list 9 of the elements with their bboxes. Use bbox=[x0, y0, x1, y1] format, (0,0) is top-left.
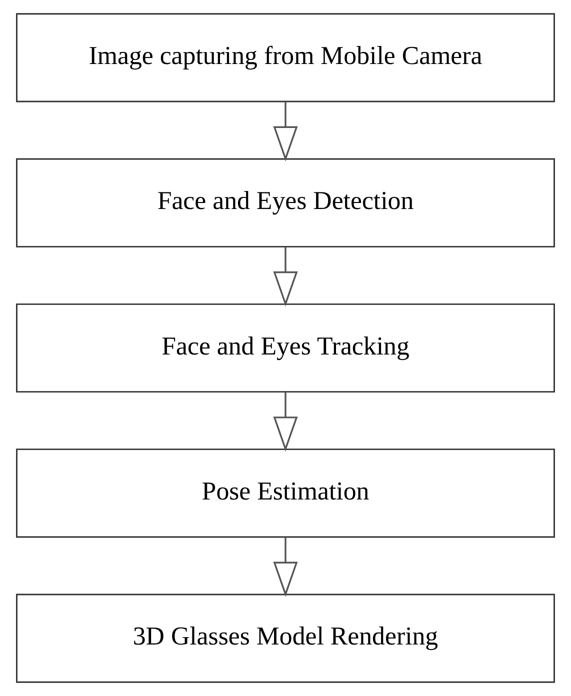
arrow bbox=[273, 392, 298, 452]
node-box: Pose Estimation bbox=[16, 448, 555, 538]
node-box: 3D Glasses Model Rendering bbox=[16, 594, 555, 683]
arrow bbox=[273, 246, 298, 307]
node-box: Face and Eyes Tracking bbox=[16, 303, 555, 393]
node-box: Face and Eyes Detection bbox=[16, 158, 555, 248]
arrow bbox=[273, 537, 298, 597]
node-box: Image capturing from Mobile Camera bbox=[16, 13, 555, 102]
arrow bbox=[273, 102, 298, 162]
